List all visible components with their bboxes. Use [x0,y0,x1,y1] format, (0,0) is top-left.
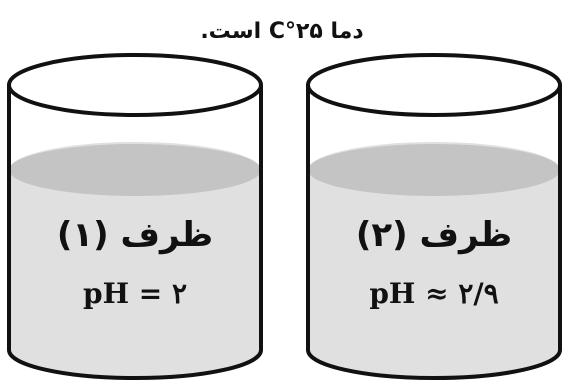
vessel-2-liquid-surface [308,144,560,196]
vessel-2: ظرف (۲) pH ≈ ۲/۹ [306,53,562,380]
vessel-2-rim [306,53,562,117]
vessel-1-rim [7,53,263,117]
temperature-caption: دما ۲۵°C است. [200,19,363,44]
vessel-1-base [7,349,263,380]
vessel-2-liquid [308,142,560,378]
vessel-1-liquid [9,142,261,378]
vessel-2-ph: pH ≈ ۲/۹ [369,277,498,310]
vessel-1-ph: pH = ۲ [83,277,187,310]
vessel-1: ظرف (۱) pH = ۲ [7,53,263,380]
vessel-1-liquid-surface [9,144,261,196]
vessel-2-base [306,349,562,380]
vessel-1-title: ظرف (۱) [57,215,213,255]
vessel-2-title: ظرف (۲) [356,215,512,255]
